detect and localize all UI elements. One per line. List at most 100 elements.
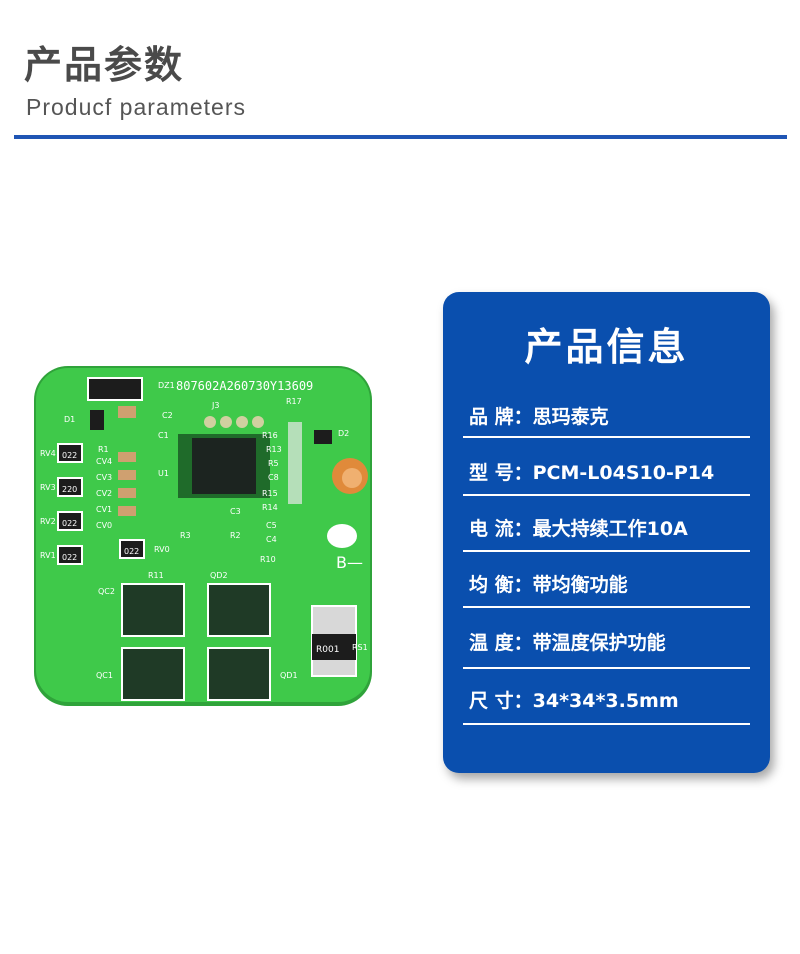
spec-label: 均 衡： (469, 574, 533, 596)
pcb-label-r14: R14 (262, 503, 278, 512)
pcb-label-d1: D1 (64, 415, 75, 424)
pcb-label-r15: R15 (262, 489, 278, 498)
qd1-mosfet (207, 647, 271, 701)
u1-chip (192, 438, 256, 494)
pcb-label-r001: R001 (316, 645, 339, 655)
pcb-label-qd1: QD1 (280, 671, 298, 680)
pcb-label-b-minus: B— (336, 553, 363, 572)
header-divider (14, 135, 787, 139)
spec-value: 最大持续工作10A (532, 518, 688, 540)
pcb-label-u1: U1 (158, 469, 169, 478)
pcb-label-qc2: QC2 (98, 587, 115, 596)
resistor-code-rv4: 022 (62, 451, 77, 460)
resistor-code-rv1: 022 (62, 553, 77, 562)
cv4-cap (118, 452, 136, 462)
qc2-mosfet (121, 583, 185, 637)
small-smd-part (118, 406, 136, 418)
pcb-label-r5: R5 (268, 459, 279, 468)
page-title: 产品参数 (24, 43, 185, 87)
pcb-label-rv0: RV0 (154, 545, 170, 554)
mounting-hole (327, 524, 357, 548)
rs1-shunt-body (312, 634, 356, 660)
resistor-code-rv3: 220 (62, 485, 77, 494)
resistor-code-rv2: 022 (62, 519, 77, 528)
qd2-mosfet (207, 583, 271, 637)
spec-label: 温 度： (469, 632, 533, 654)
pcb-board-graphic: 807602A260730Y13609 DZ1 J3 R17 C2 D1 D2 … (34, 366, 372, 706)
pcb-label-c4: C4 (266, 535, 277, 544)
d2-diode (314, 430, 332, 444)
pcb-label-rv2: RV2 (40, 517, 56, 526)
rv0-resistor (119, 539, 145, 559)
pcb-label-rs1: RS1 (352, 643, 368, 652)
spec-row-balance: 均 衡：带均衡功能 (469, 570, 749, 597)
qc1-mosfet (121, 647, 185, 701)
spec-divider (463, 494, 750, 496)
pcb-label-r11: R11 (148, 571, 164, 580)
pcb-label-r1: R1 (98, 445, 109, 454)
spec-divider (463, 723, 750, 725)
spec-value: 带均衡功能 (532, 574, 628, 596)
pcb-label-r16: R16 (262, 431, 278, 440)
spec-label: 尺 寸： (469, 690, 533, 712)
d1-diode (90, 410, 104, 430)
pcb-label-c2: C2 (162, 411, 173, 420)
j3-pin-1 (204, 416, 216, 428)
rv1-resistor (57, 545, 83, 565)
pcb-label-j3: J3 (211, 401, 219, 410)
page-subtitle: Producf parameters (26, 94, 246, 120)
pcb-label-cv0: CV0 (96, 521, 112, 530)
cv2-cap (118, 488, 136, 498)
solder-highlight (342, 468, 362, 488)
pcb-label-c8: C8 (268, 473, 279, 482)
pcb-label-cv1: CV1 (96, 505, 112, 514)
spec-label: 品 牌： (469, 406, 533, 428)
pcb-board (36, 368, 370, 702)
spec-value: 34*34*3.5mm (532, 690, 679, 712)
spec-divider (463, 606, 750, 608)
pcb-label-r10: R10 (260, 555, 276, 564)
pcb-label-cv3: CV3 (96, 473, 112, 482)
j3-pin-2 (220, 416, 232, 428)
pcb-label-r17: R17 (286, 397, 302, 406)
pcb-label-qd2: QD2 (210, 571, 228, 580)
card-title: 产品信息 (524, 325, 689, 369)
product-info-card: 产品信息 品 牌：思玛泰克 型 号：PCM-L04S10-P14 电 流：最大持… (443, 292, 770, 773)
spec-row-model: 型 号：PCM-L04S10-P14 (469, 458, 749, 485)
pcb-label-d2: D2 (338, 429, 349, 438)
spec-value: 带温度保护功能 (532, 632, 666, 654)
pcb-label-qc1: QC1 (96, 671, 113, 680)
pcb-label-c5: C5 (266, 521, 277, 530)
rv2-resistor (57, 511, 83, 531)
pcb-label-cv4: CV4 (96, 457, 112, 466)
rv4-resistor (57, 443, 83, 463)
pcb-label-rv3: RV3 (40, 483, 56, 492)
resistor-column (288, 422, 302, 504)
pcb-label-cv2: CV2 (96, 489, 112, 498)
j3-pin-3 (236, 416, 248, 428)
pcb-label-r3: R3 (180, 531, 191, 540)
spec-label: 型 号： (469, 462, 533, 484)
pcb-code-label: 807602A260730Y13609 (176, 379, 313, 393)
resistor-code-rv0: 022 (124, 547, 139, 556)
spec-row-brand: 品 牌：思玛泰克 (469, 402, 749, 429)
spec-row-temperature: 温 度：带温度保护功能 (469, 628, 749, 655)
pcb-label-r2: R2 (230, 531, 241, 540)
spec-label: 电 流： (469, 518, 533, 540)
cv1-cap (118, 506, 136, 516)
spec-value: 思玛泰克 (532, 406, 609, 428)
pcb-label-r13: R13 (266, 445, 282, 454)
spec-value: PCM-L04S10-P14 (532, 462, 715, 484)
spec-divider (463, 667, 750, 669)
spec-divider (463, 550, 750, 552)
pcb-label-c3: C3 (230, 507, 241, 516)
rv3-resistor (57, 477, 83, 497)
cv3-cap (118, 470, 136, 480)
pcb-label-c1: C1 (158, 431, 169, 440)
dz1-component (87, 377, 143, 401)
pcb-label-dz1: DZ1 (158, 381, 175, 390)
spec-row-size: 尺 寸：34*34*3.5mm (469, 686, 749, 713)
pcb-label-rv4: RV4 (40, 449, 56, 458)
pcb-label-rv1: RV1 (40, 551, 56, 560)
j3-pin-4 (252, 416, 264, 428)
